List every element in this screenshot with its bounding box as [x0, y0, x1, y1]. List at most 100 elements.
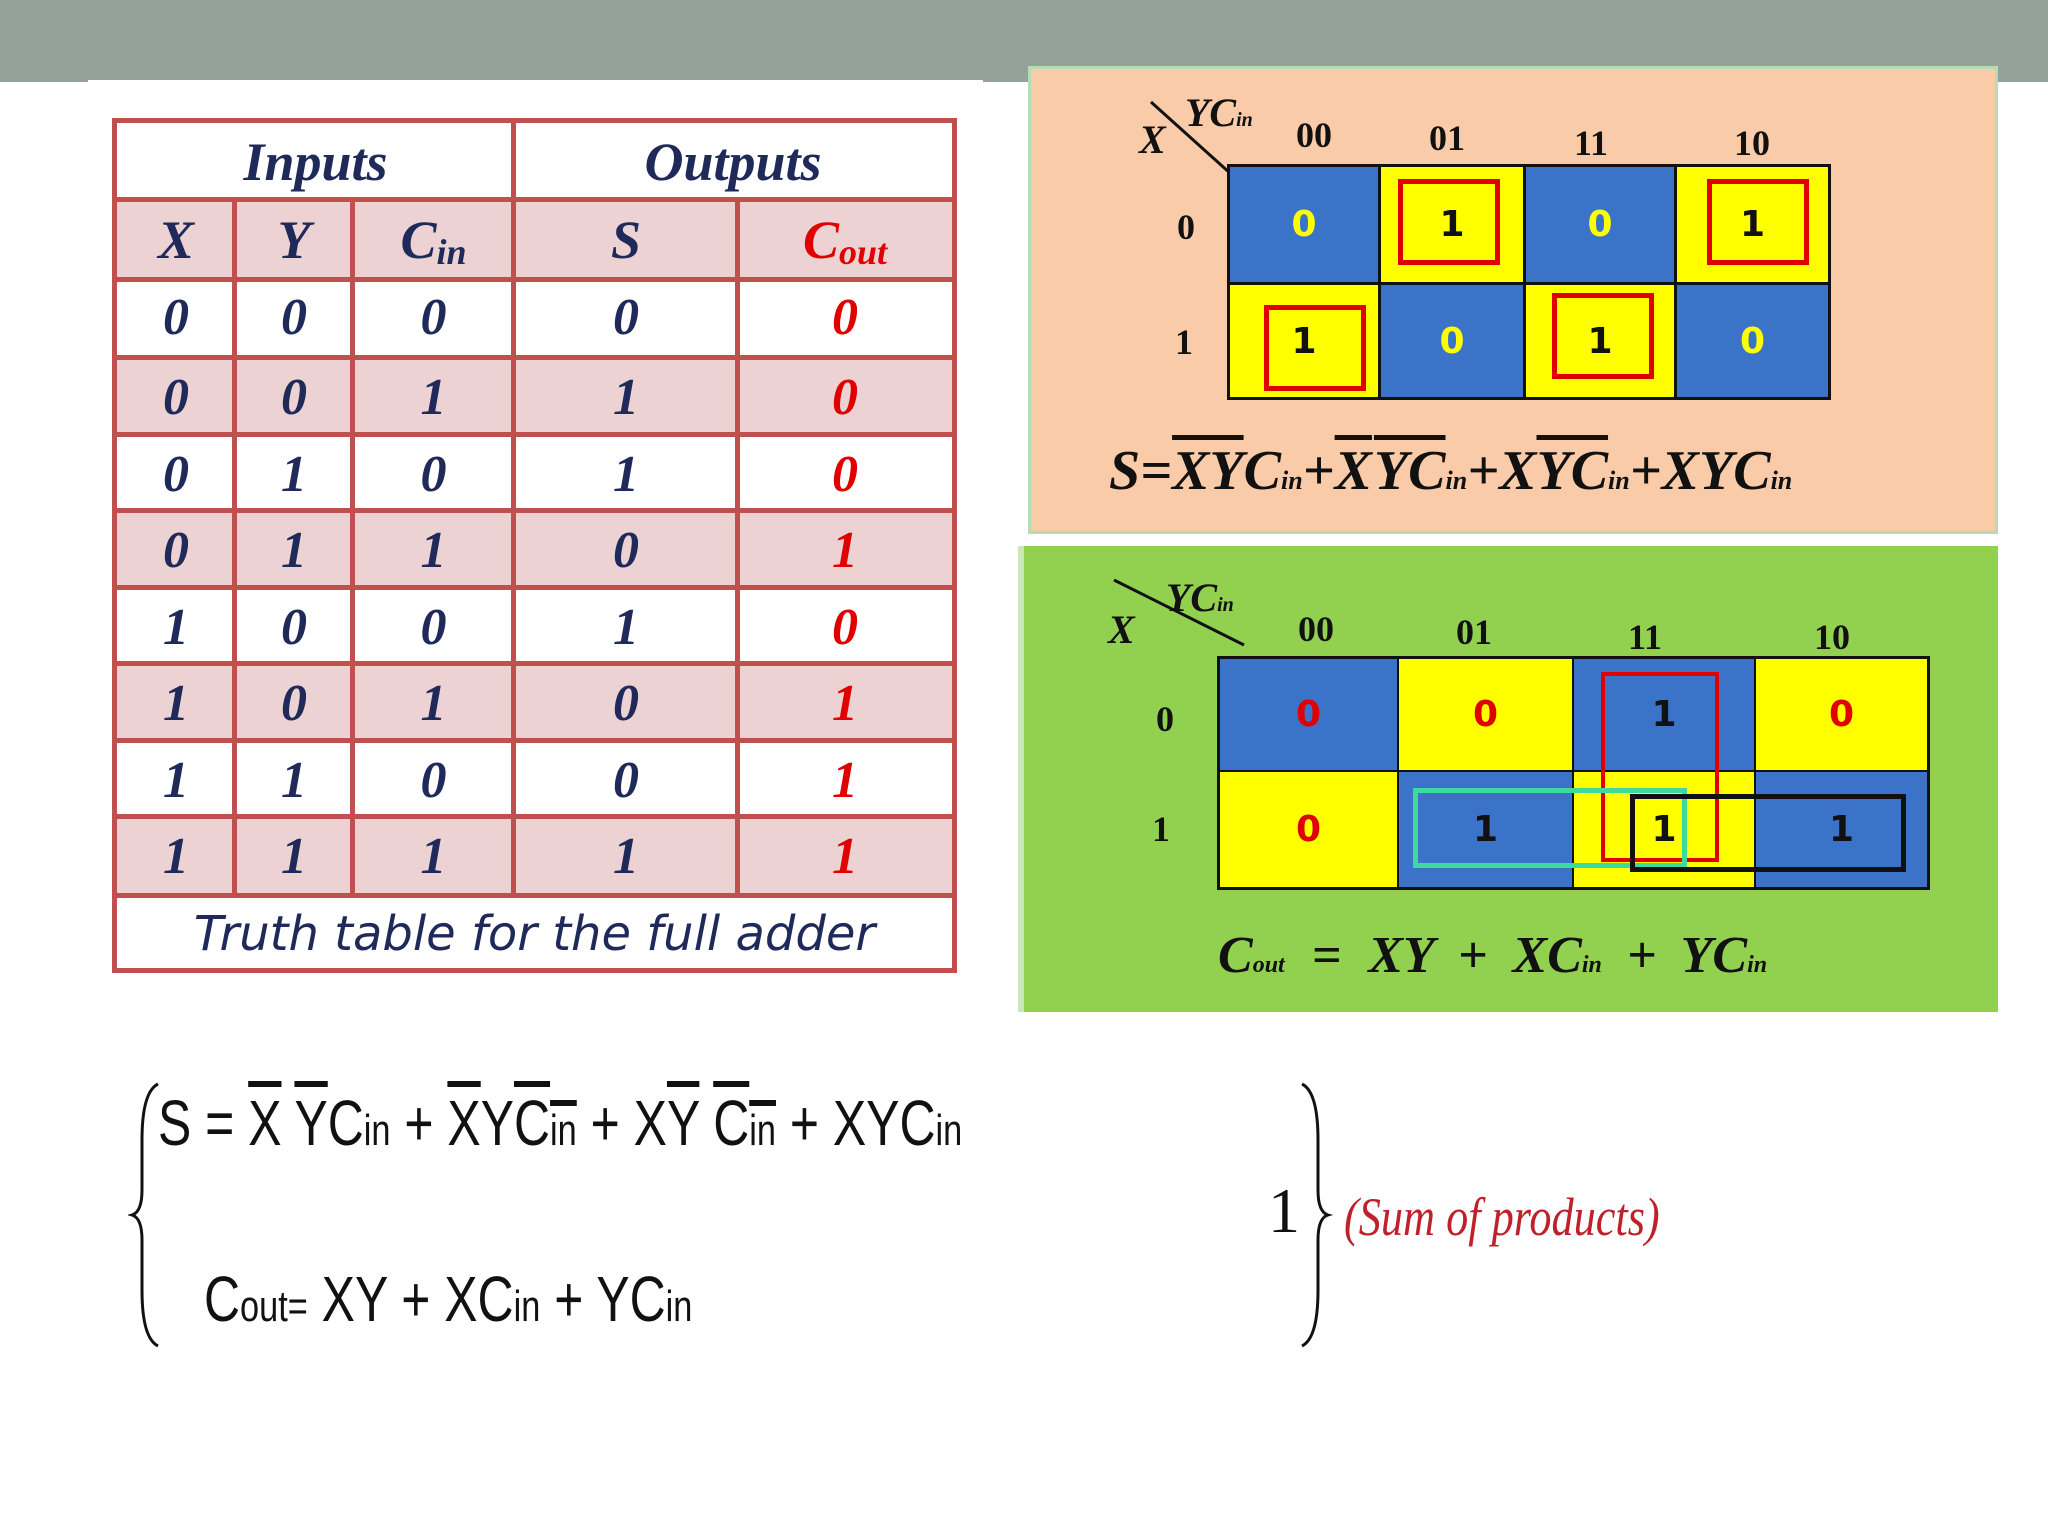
- truth-table-caption: Truth table for the full adder: [193, 905, 876, 962]
- grid-line: [232, 200, 237, 895]
- row-bg-6: [117, 666, 952, 741]
- truth-table-cell: 0: [613, 675, 639, 732]
- truth-table-cell: 0: [163, 369, 189, 426]
- kmap-sum-col-label: 01: [1429, 118, 1465, 158]
- kmap-sum-col-label: 10: [1734, 123, 1770, 163]
- kmap-sum-cell: 0: [1677, 285, 1828, 397]
- truth-table-cell: 0: [613, 289, 639, 346]
- kmap-carry-row-label: 0: [1156, 699, 1174, 739]
- kmap-sum-row-var: X: [1139, 117, 1166, 162]
- kmap-sum-equation: S=XYCin+XYCin+XYCin+XYCin: [1109, 440, 1793, 502]
- row-bg-4: [117, 513, 952, 588]
- truth-table-cell: 0: [832, 369, 858, 426]
- kmap-carry-col-label: 01: [1456, 612, 1492, 652]
- kmap-carry-col-label: 00: [1298, 609, 1334, 649]
- truth-table-cell: 1: [420, 828, 447, 885]
- truth-table-cell: 0: [420, 445, 447, 503]
- truth-table-cell: 0: [832, 289, 858, 346]
- grid-line: [117, 814, 952, 819]
- col-header-s: S: [610, 210, 642, 270]
- kmap-carry-cell: 0: [1399, 659, 1572, 770]
- truth-table-cell: 1: [163, 675, 189, 732]
- truth-table-cell: 1: [613, 369, 639, 426]
- truth-table-cell: 1: [281, 751, 307, 809]
- col-header-y: Y: [277, 210, 311, 270]
- truth-table-cell: 0: [281, 369, 307, 426]
- truth-table-cell: 1: [613, 445, 639, 503]
- truth-table-cell: 0: [613, 751, 639, 809]
- col-header-cin-main: C: [400, 210, 437, 270]
- sum-of-products-note: (Sum of products): [1344, 1187, 1660, 1247]
- kmap-sum-group-box: [1398, 179, 1500, 265]
- sum-equation: S = X YCin + XYCin + XY Cin + XYCin: [158, 1087, 963, 1159]
- col-header-cout-main: C: [802, 210, 839, 270]
- truth-table-cell: 1: [613, 828, 639, 885]
- kmap-sum-cell: 0: [1526, 167, 1674, 282]
- grid-line: [511, 123, 516, 895]
- truth-table-cell: 1: [832, 675, 858, 732]
- kmap-carry-group-green: [1413, 788, 1687, 868]
- carry-equation: Cout= XY + XCin + YCin: [204, 1263, 693, 1335]
- kmap-sum-row-label: 1: [1175, 322, 1193, 362]
- kmap-carry-col-label: 10: [1814, 617, 1850, 657]
- kmap-sum-col-var: YCin: [1185, 90, 1253, 135]
- header-row-bg: [117, 200, 952, 280]
- truth-table-cell: 1: [163, 828, 189, 885]
- left-brace: [128, 1082, 159, 1348]
- inputs-header: Inputs: [243, 131, 388, 192]
- kmap-sum-group-box: [1264, 305, 1366, 391]
- kmap-carry-cell: 0: [1220, 772, 1397, 887]
- kmap-sum-cell: 0: [1230, 167, 1378, 282]
- truth-table-cell: 0: [163, 522, 189, 579]
- grid-line: [735, 200, 740, 895]
- kmap-sum-group-box: [1707, 179, 1809, 265]
- kmap-carry-row-label: 1: [1152, 809, 1170, 849]
- kmap-carry-cell: 0: [1220, 659, 1397, 770]
- kmap-carry-row-var: X: [1108, 607, 1135, 652]
- kmap-carry-group-black: [1630, 794, 1906, 872]
- truth-table-cell: 0: [832, 598, 858, 656]
- grid-line: [117, 661, 952, 666]
- truth-table-cell: 0: [281, 598, 307, 656]
- top-strip: [88, 80, 983, 88]
- grid-line: [117, 893, 952, 898]
- kmap-sum-cell: 1: [1230, 285, 1378, 397]
- grid-line: [117, 738, 952, 743]
- truth-table-cell: 0: [281, 675, 307, 732]
- truth-table-cell: 1: [420, 675, 447, 732]
- kmap-sum-cell: 0: [1381, 285, 1523, 397]
- equation-number: 1: [1268, 1175, 1300, 1246]
- truth-table-cell: 0: [281, 289, 307, 346]
- kmap-sum-panel: YCin X 00 01 11 10 0 1 0 1 0 1 1 0 1 0 S…: [1028, 66, 1998, 534]
- kmap-carry-col-label: 11: [1628, 617, 1663, 657]
- truth-table-cell: 0: [420, 289, 447, 346]
- kmap-sum-group-box: [1552, 293, 1654, 379]
- grid-line: [117, 355, 952, 360]
- truth-table-cell: 1: [832, 828, 858, 885]
- truth-table-cell: 0: [163, 445, 189, 503]
- grid-line: [117, 585, 952, 590]
- kmap-carry-col-var: YCin: [1166, 575, 1234, 620]
- kmap-carry-cell: 0: [1756, 659, 1927, 770]
- kmap-carry-panel: YCin X 00 01 11 10 0 1 0 0 1 0 0 1 1 1 C…: [1018, 546, 1998, 1012]
- truth-table-cell: 0: [832, 445, 858, 503]
- right-brace: [1301, 1082, 1334, 1348]
- outputs-header: Outputs: [644, 131, 822, 192]
- kmap-carry-corner-diagonal: [1113, 578, 1245, 647]
- kmap-carry-equation: Cout = XY + XCin + YCin: [1218, 927, 1768, 984]
- truth-table-cell: 1: [832, 751, 858, 809]
- truth-table-cell: 1: [281, 522, 307, 579]
- col-header-x: X: [157, 210, 195, 270]
- truth-table-cell: 1: [163, 598, 189, 656]
- kmap-sum-col-label: 11: [1574, 123, 1609, 163]
- kmap-sum-col-label: 00: [1296, 115, 1332, 155]
- truth-table-cell: 1: [420, 522, 447, 579]
- col-header-cin-sub: in: [436, 232, 467, 272]
- row-bg-2: [117, 360, 952, 435]
- truth-table-cell: 1: [163, 751, 189, 809]
- truth-table-cell: 0: [613, 522, 639, 579]
- truth-table-cell: 0: [420, 751, 447, 809]
